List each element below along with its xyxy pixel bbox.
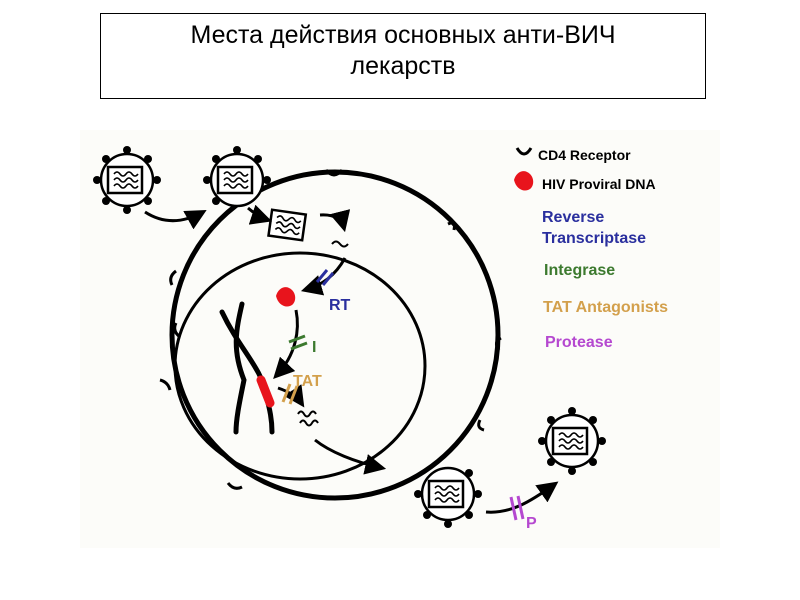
integrase-label: I [312, 339, 316, 356]
cd4-receptor-icon [515, 147, 533, 156]
slide-title-line-1: Места действия основных анти-ВИЧ [190, 21, 616, 49]
legend-tat: TAT Antagonists [543, 299, 668, 316]
hiv-proviral-dna-legend-icon [514, 171, 534, 191]
viral-rna-strand [331, 240, 349, 248]
host-chromosome [219, 301, 275, 435]
tat-block-mark [281, 383, 299, 405]
arrow-integration [273, 309, 299, 380]
legend-protease: Protease [545, 334, 613, 351]
legend-rt-line-1: Reverse [542, 209, 604, 226]
integrated-proviral-dna [256, 375, 275, 408]
slide-title-line-2: лекарств [350, 52, 456, 80]
arrow-uncoat [319, 209, 351, 233]
arrow-entry [247, 204, 272, 225]
arrow-assembly [314, 438, 387, 475]
proviral-dna-icon [276, 287, 296, 307]
legend-rt-line-2: Transcriptase [542, 230, 646, 247]
nucleus [173, 251, 427, 481]
tat-label: TAT [293, 373, 322, 390]
protease-block-mark [509, 495, 525, 521]
rt-label: RT [329, 297, 351, 314]
diagram-background [80, 130, 720, 548]
integrase-block-mark [288, 334, 308, 351]
attaching-virion [203, 146, 271, 208]
legend: CD4 Receptor HIV Proviral DNA Reverse Tr… [514, 147, 668, 351]
slide-title: Места действия основных анти-ВИЧ лекарст… [100, 13, 706, 99]
budding-virion [414, 466, 482, 528]
arrow-attach [144, 209, 207, 230]
new-viral-rna [297, 410, 319, 427]
uncoated-viral-rna [267, 208, 308, 242]
rt-block-mark [315, 269, 335, 286]
protease-label: P [526, 515, 537, 532]
legend-cd4: CD4 Receptor [538, 147, 631, 163]
legend-integrase: Integrase [544, 262, 615, 279]
mature-virion [538, 407, 606, 475]
free-virion-1 [93, 146, 161, 214]
legend-dna: HIV Proviral DNA [542, 176, 656, 192]
